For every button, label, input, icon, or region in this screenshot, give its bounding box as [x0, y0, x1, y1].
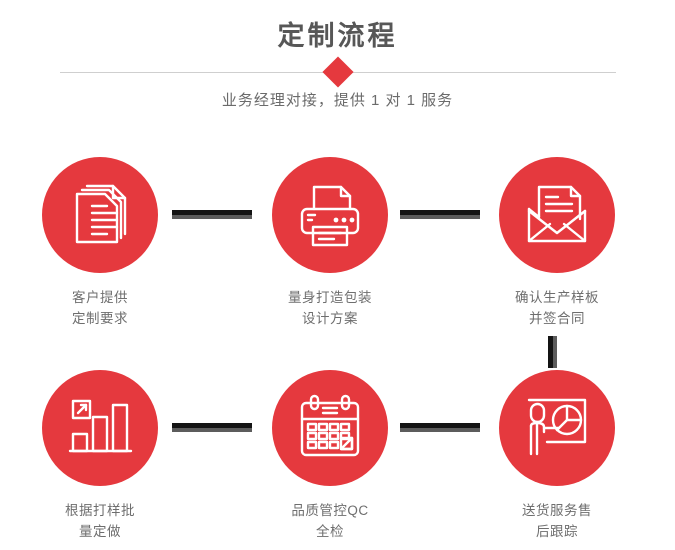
connector-bar-dark	[400, 210, 480, 215]
connector-bar-light	[400, 215, 480, 219]
step-3-caption-line2: 并签合同	[529, 311, 585, 326]
step-5-caption-line2: 全检	[316, 524, 344, 539]
step-4-caption: 根据打样批 量定做	[20, 500, 180, 542]
connector-step5-step6	[400, 423, 480, 432]
process-step-5[interactable]: 品质管控QC 全检	[250, 370, 410, 542]
step-1-caption-line1: 客户提供	[72, 290, 128, 305]
step-2-caption: 量身打造包装 设计方案	[250, 287, 410, 329]
connector-step2-step3	[400, 210, 480, 219]
step-4-caption-line1: 根据打样批	[65, 503, 135, 518]
header: 定制流程 业务经理对接，提供 1 对 1 服务	[0, 0, 675, 130]
connector-step3-step6	[548, 336, 557, 368]
connector-step1-step2	[172, 210, 252, 219]
step-2-caption-line1: 量身打造包装	[288, 290, 372, 305]
step-1-icon-circle[interactable]	[42, 157, 158, 273]
step-6-caption-line2: 后跟踪	[536, 524, 578, 539]
connector-bar-light	[553, 336, 557, 368]
step-1-caption: 客户提供 定制要求	[20, 287, 180, 329]
process-step-3[interactable]: 确认生产样板 并签合同	[477, 157, 637, 329]
step-2-icon-circle[interactable]	[272, 157, 388, 273]
calendar-icon-wrap[interactable]	[272, 370, 388, 486]
calendar-icon	[295, 393, 365, 463]
connector-bar-dark	[172, 210, 252, 215]
page-title: 定制流程	[277, 21, 398, 51]
presenter-pie-chart-icon	[521, 392, 593, 464]
step-6-icon-circle[interactable]	[499, 370, 615, 486]
connector-bar-dark	[172, 423, 252, 428]
printer-icon	[294, 179, 366, 251]
connector-bar-dark	[400, 423, 480, 428]
step-3-caption: 确认生产样板 并签合同	[477, 287, 637, 329]
process-step-6[interactable]: 送货服务售 后跟踪	[477, 370, 637, 542]
step-2-caption-line2: 设计方案	[302, 311, 358, 326]
connector-bar-dark	[548, 336, 553, 368]
page-subtitle: 业务经理对接，提供 1 对 1 服务	[221, 92, 454, 109]
step-6-caption: 送货服务售 后跟踪	[477, 500, 637, 542]
documents-stack-icon	[65, 180, 135, 250]
process-step-4[interactable]: 根据打样批 量定做	[20, 370, 180, 542]
step-5-caption: 品质管控QC 全检	[250, 500, 410, 542]
step-3-caption-line1: 确认生产样板	[515, 290, 599, 305]
connector-bar-light	[172, 428, 252, 432]
connector-step4-step5	[172, 423, 252, 432]
step-4-caption-line2: 量定做	[79, 524, 121, 539]
step-6-caption-line1: 送货服务售	[522, 503, 592, 518]
connector-bar-light	[172, 215, 252, 219]
process-step-2[interactable]: 量身打造包装 设计方案	[250, 157, 410, 329]
step-3-icon-circle[interactable]	[499, 157, 615, 273]
step-4-icon-circle[interactable]	[42, 370, 158, 486]
step-1-caption-line2: 定制要求	[72, 311, 128, 326]
bar-chart-growth-icon	[65, 393, 135, 463]
process-step-1[interactable]: 客户提供 定制要求	[20, 157, 180, 329]
step-5-caption-line1: 品质管控QC	[291, 503, 369, 518]
envelope-letter-icon	[521, 179, 593, 251]
connector-bar-light	[400, 428, 480, 432]
